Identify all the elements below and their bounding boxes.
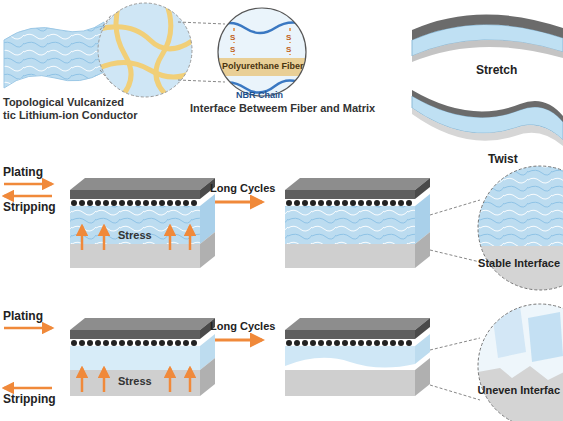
state-label: Stable Interface bbox=[478, 257, 560, 270]
force-label: Stress bbox=[118, 375, 152, 388]
action-label: Stretch bbox=[476, 64, 517, 78]
process-label: Stripping bbox=[3, 393, 56, 407]
action-label: Twist bbox=[488, 153, 518, 167]
atom-label: S bbox=[285, 45, 292, 54]
state-label: Uneven Interfac bbox=[477, 384, 560, 397]
process-label: Long Cycles bbox=[210, 320, 275, 333]
caption-text: Topological Vulcanized bbox=[3, 96, 124, 109]
atom-label: S bbox=[285, 33, 292, 42]
part-label: NBR Chain bbox=[236, 90, 283, 100]
force-label: Stress bbox=[118, 229, 152, 242]
caption-text: Interface Betweem Fiber and Matrix bbox=[190, 102, 375, 115]
atom-label: S bbox=[229, 33, 236, 42]
part-label: Polyurethane Fiber bbox=[222, 61, 304, 71]
process-label: Plating bbox=[3, 310, 43, 324]
caption-text: tic Lithium-ion Conductor bbox=[3, 109, 137, 122]
process-label: Stripping bbox=[3, 201, 56, 215]
process-label: Plating bbox=[3, 166, 43, 180]
process-label: Long Cycles bbox=[210, 182, 275, 195]
atom-label: S bbox=[229, 45, 236, 54]
